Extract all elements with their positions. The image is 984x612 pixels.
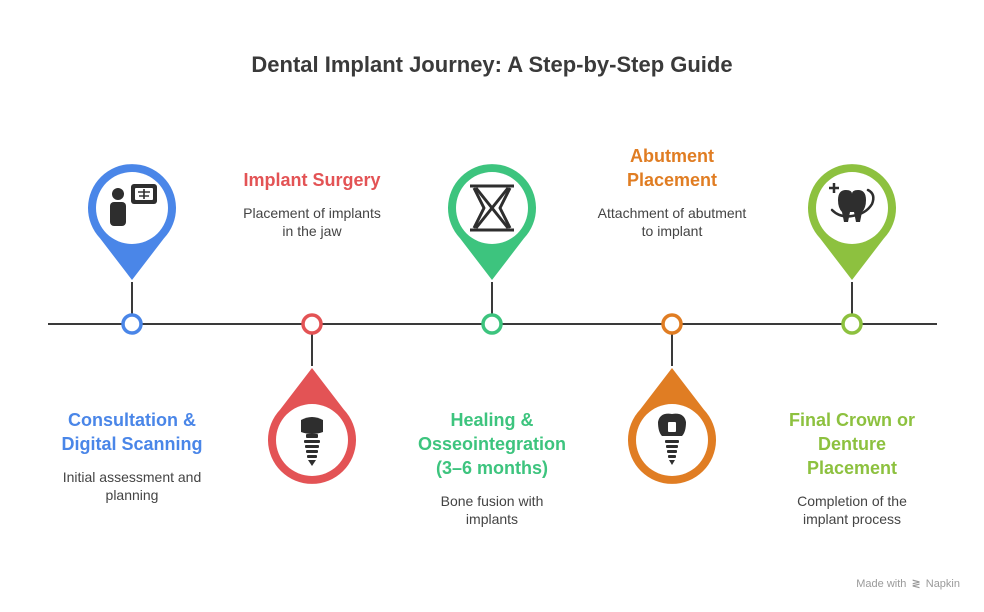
step-5-marker: [807, 164, 896, 335]
step-2-node: [301, 313, 323, 335]
doctor-xray-icon: [110, 184, 157, 226]
step-1-marker: [88, 164, 176, 335]
step-1-title: Consultation &Digital Scanning: [61, 410, 203, 454]
step-2-title: Implant Surgery: [243, 170, 381, 190]
step-3-title: Healing &Osseointegration(3–6 months): [417, 410, 567, 478]
credit-brand: Napkin: [925, 578, 960, 590]
abutment-implant-icon: [658, 413, 686, 465]
tooth-crown-icon: [829, 183, 875, 222]
bone-lattice-icon: [470, 184, 514, 232]
step-4-node: [661, 313, 683, 335]
step-2-marker: [267, 313, 356, 484]
page-title: Dental Implant Journey: A Step-by-Step G…: [251, 52, 733, 77]
step-5-node: [841, 313, 863, 335]
napkin-logo-icon: ≷: [911, 578, 921, 590]
credit-prefix: Made with: [856, 578, 907, 590]
step-1-node: [121, 313, 143, 335]
made-with-credit: Made with ≷ Napkin: [856, 577, 960, 590]
step-3-marker: [447, 164, 536, 335]
dental-implant-icon: [301, 417, 323, 466]
step-3-node: [481, 313, 503, 335]
step-4-marker: [627, 313, 717, 484]
